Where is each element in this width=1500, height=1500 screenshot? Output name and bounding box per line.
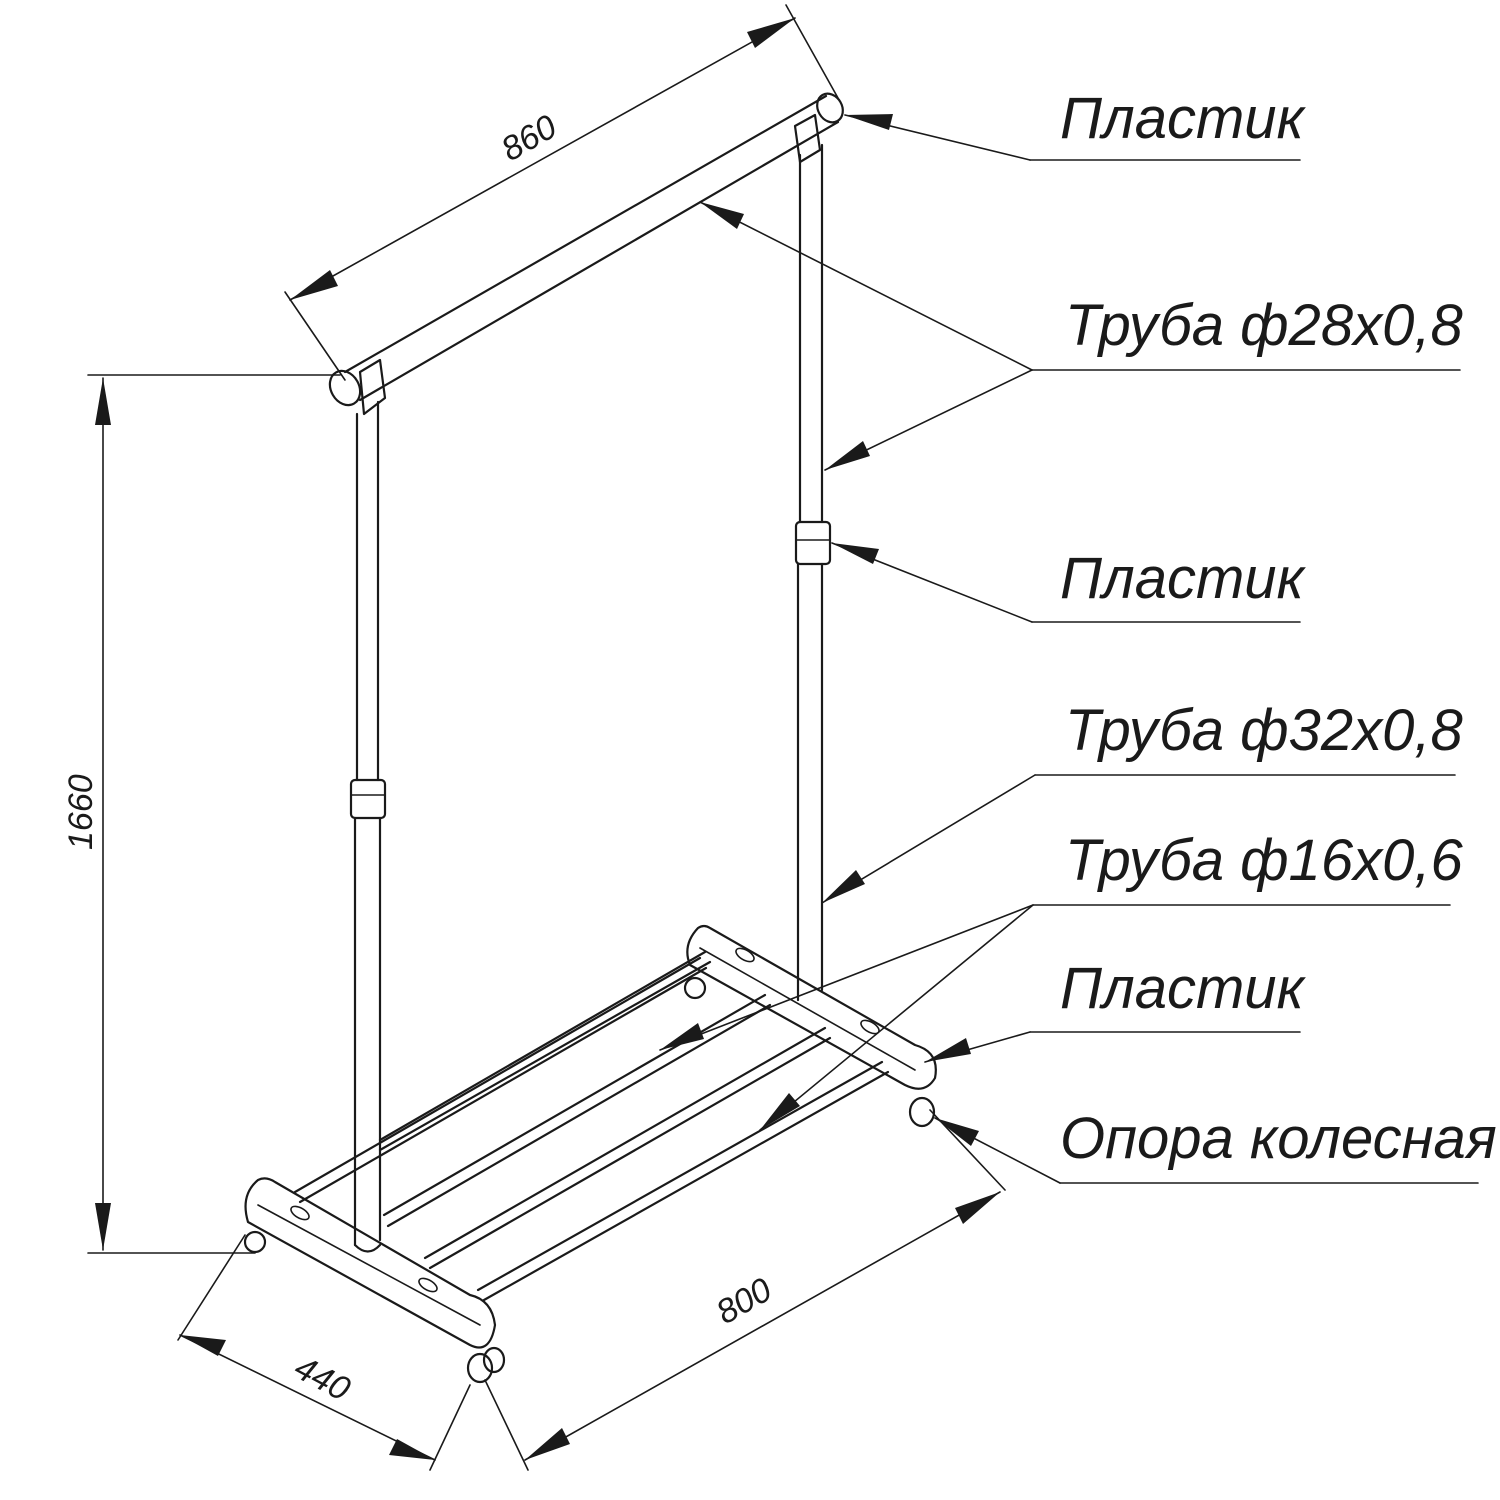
dimension-440-label: 440 <box>288 1349 356 1409</box>
dimension-860-label: 860 <box>495 108 563 169</box>
callout-plastic-top: Пластик <box>844 86 1307 161</box>
label-pipe-16: Труба ф16х0,6 <box>1065 828 1463 893</box>
label-wheel-support: Опора колесная <box>1060 1106 1497 1171</box>
callout-wheel-support: Опора колесная <box>934 1106 1497 1184</box>
label-pipe-32: Труба ф32х0,8 <box>1065 698 1463 763</box>
dimension-800: 800 <box>484 1109 1006 1471</box>
callout-pipe-28: Труба ф28х0,8 <box>699 201 1463 471</box>
dimension-1660: 1660 <box>62 374 341 1254</box>
label-pipe-28: Труба ф28х0,8 <box>1065 293 1463 358</box>
callout-plastic-base: Пластик <box>924 956 1307 1063</box>
callout-pipe-32: Труба ф32х0,8 <box>821 698 1463 904</box>
callout-plastic-mid: Пластик <box>831 542 1307 623</box>
dimension-860: 860 <box>284 4 839 381</box>
label-plastic-top: Пластик <box>1060 86 1307 151</box>
label-plastic-mid: Пластик <box>1060 546 1307 611</box>
label-plastic-base: Пластик <box>1060 956 1307 1021</box>
dimension-1660-label: 1660 <box>62 774 100 850</box>
rack-frame <box>243 92 937 1384</box>
callout-pipe-16: Труба ф16х0,6 <box>659 828 1463 1131</box>
